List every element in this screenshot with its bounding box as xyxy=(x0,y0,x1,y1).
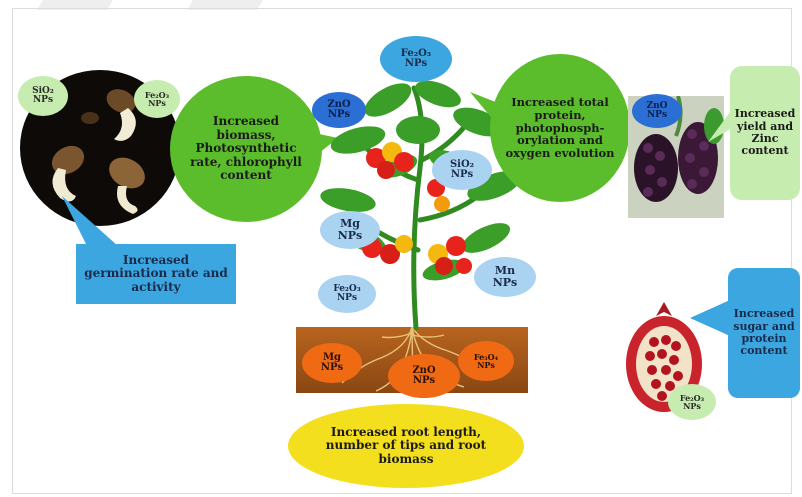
protein-effect-text: Increased total protein, photophosph-ory… xyxy=(505,94,615,161)
germination-effect-box: Increased germination rate and activity xyxy=(76,244,236,304)
root-effect-text: Increased root length, number of tips an… xyxy=(325,424,487,466)
pomegranate-np-fe2o3: Fe₂O₃ NPs xyxy=(668,384,716,420)
root-effect-ellipse: Increased root length, number of tips an… xyxy=(288,404,524,488)
germination-effect-text: Increased germination rate and activity xyxy=(84,252,228,294)
mn-np-label: Mn NPs xyxy=(474,257,536,297)
seed-np-fe2o3: Fe₂O₃ NPs xyxy=(134,80,180,118)
sio2-np-label: SiO₂ NPs xyxy=(432,150,492,190)
soil-np-fe3o4: Fe₃O₄ NPs xyxy=(458,341,514,381)
biomass-effect-text: Increased biomass, Photosynthetic rate, … xyxy=(190,114,302,183)
protein-effect-bubble: Increased total protein, photophosph-ory… xyxy=(490,54,630,202)
diagram-frame xyxy=(12,8,792,494)
yield-effect-text: Increased yield and Zinc content xyxy=(734,107,796,158)
seed-np-sio2: SiO₂ NPs xyxy=(18,76,68,116)
biomass-effect-bubble: Increased biomass, Photosynthetic rate, … xyxy=(170,76,322,222)
zno-np-label: ZnO NPs xyxy=(312,92,366,128)
soil-np-mg: Mg NPs xyxy=(302,343,362,383)
tomato-plant xyxy=(320,80,521,331)
top-np-fe2o3: Fe₂O₃ NPs xyxy=(380,36,452,82)
soil-np-zno: ZnO NPs xyxy=(388,354,460,398)
fe2o3-np-label: Fe₂O₃ NPs xyxy=(318,275,376,313)
mg-np-label: Mg NPs xyxy=(320,211,380,249)
sugar-effect-box: Increased sugar and protein content xyxy=(728,268,800,398)
fruit-np-zno: ZnO NPs xyxy=(632,94,682,128)
yield-effect-box: Increased yield and Zinc content xyxy=(730,66,800,200)
sugar-effect-text: Increased sugar and protein content xyxy=(733,307,795,358)
